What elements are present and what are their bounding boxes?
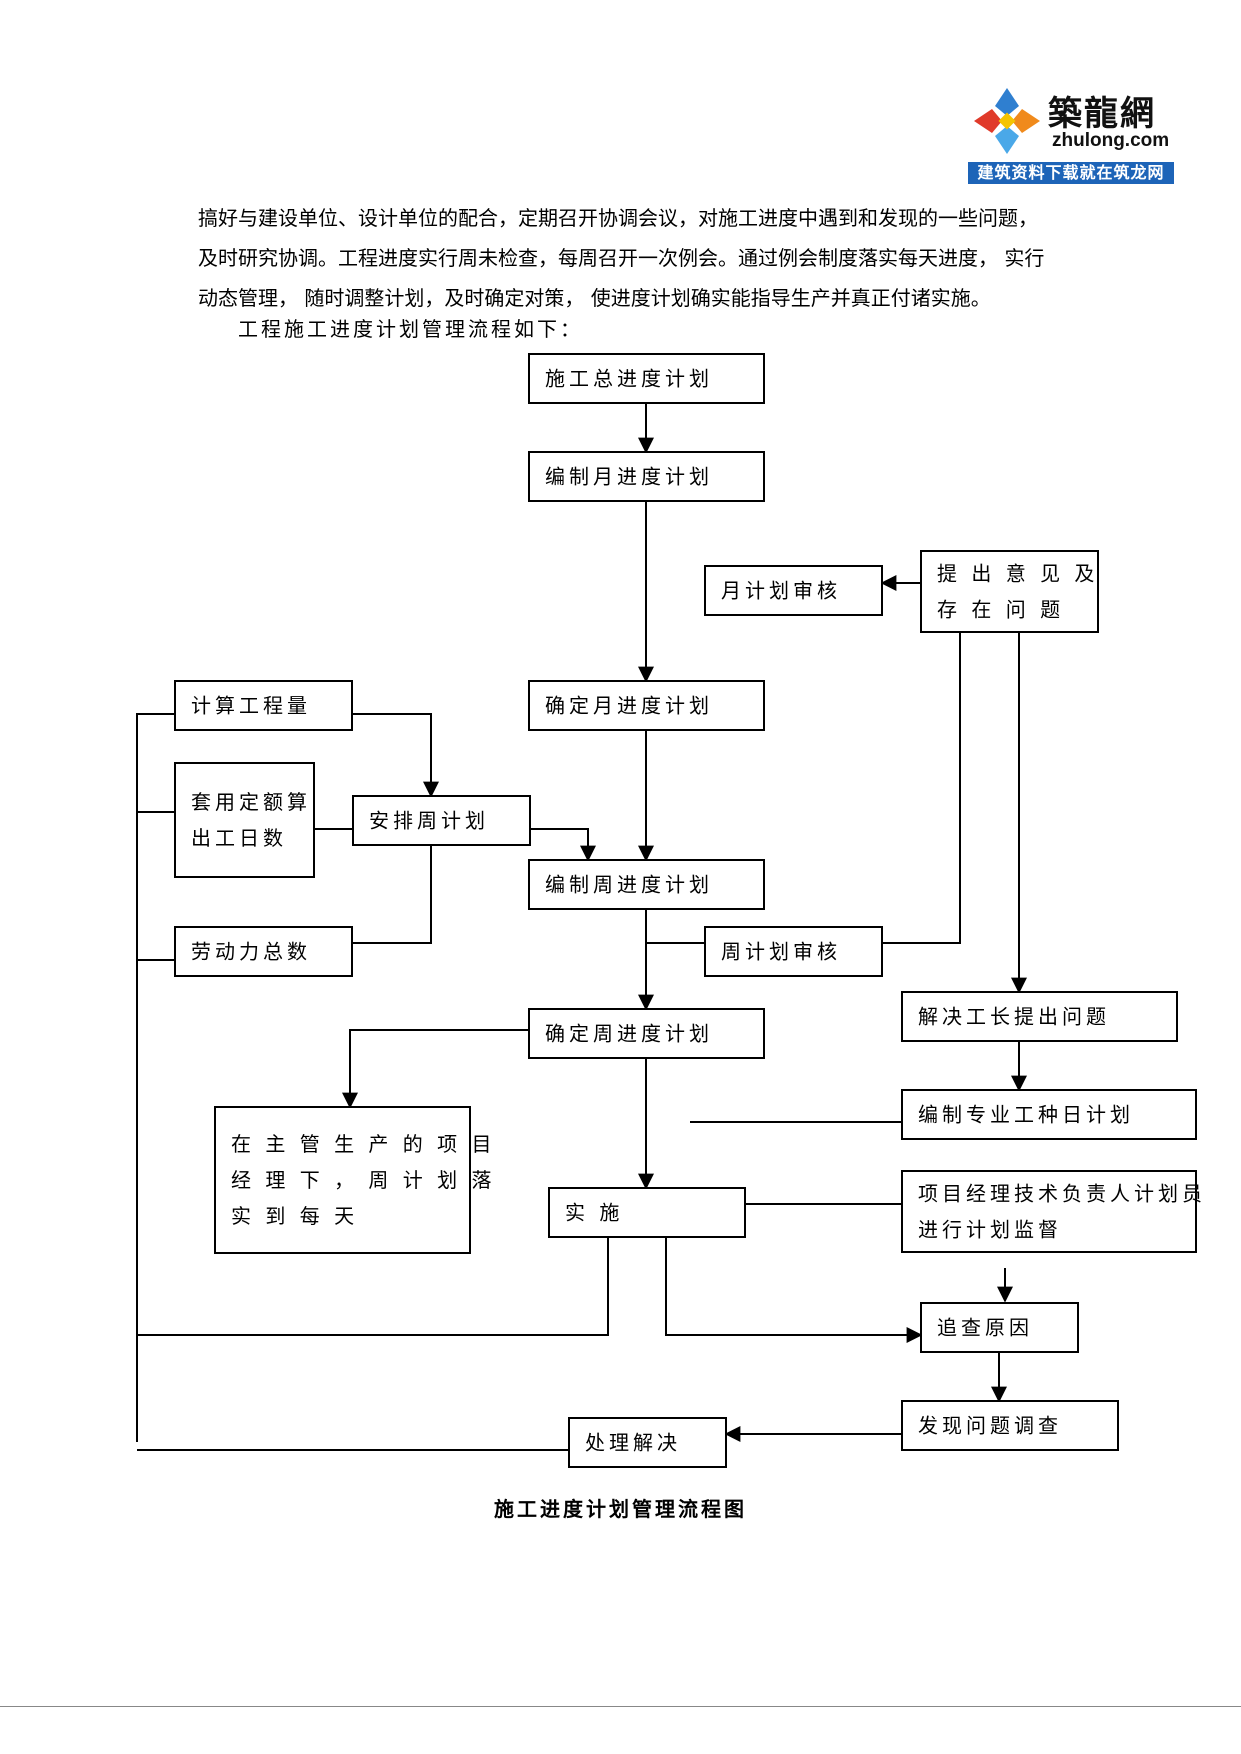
flow-connector	[352, 845, 432, 944]
flow-node-box	[528, 451, 765, 502]
flow-node-label: 计算工程量	[191, 694, 311, 718]
zhulong-logo: 築龍網 zhulong.com 建筑资料下载就在筑龙网	[968, 82, 1174, 184]
flow-node-labor-total: 劳动力总数	[174, 926, 353, 977]
flow-connector	[136, 713, 175, 1442]
flow-node-label: 施工总进度计划	[545, 367, 713, 391]
flow-node-arrange-week: 安排周计划	[352, 795, 531, 846]
flow-node-trace-cause: 追查原因	[920, 1302, 1079, 1353]
logo-top: 築龍網 zhulong.com	[968, 82, 1174, 162]
flow-node-label: 确定周进度计划	[545, 1022, 713, 1046]
flow-node-master-plan: 施工总进度计划	[528, 353, 765, 404]
flow-node-label: 项目经理技术负责人计划员	[918, 1182, 1206, 1206]
logo-slogan: 建筑资料下载就在筑龙网	[968, 162, 1174, 184]
paragraph-line: 动态管理， 随时调整计划，及时确定对策， 使进度计划确实能指导生产并真正付诸实施…	[198, 286, 991, 310]
paragraph-line: 搞好与建设单位、设计单位的配合，定期召开协调会议，对施工进度中遇到和发现的一些问…	[198, 206, 1038, 230]
flow-node-box	[528, 1008, 765, 1059]
flow-node-week-review: 周计划审核	[704, 926, 883, 977]
flow-node-confirm-week: 确定周进度计划	[528, 1008, 765, 1059]
flow-node-label: 确定月进度计划	[545, 694, 713, 718]
flow-node-box	[901, 1089, 1197, 1140]
flow-node-box	[901, 991, 1178, 1042]
flow-node-box	[174, 762, 315, 878]
flow-node-label: 编制专业工种日计划	[918, 1103, 1134, 1127]
flow-node-label: 劳动力总数	[191, 940, 311, 964]
flow-node-label: 周计划审核	[721, 940, 841, 964]
flow-connector	[882, 632, 961, 944]
flow-node-under-manager: 在 主 管 生 产 的 项 目经 理 下 ， 周 计 划 落实 到 每 天	[214, 1106, 496, 1254]
flow-node-box	[920, 1302, 1079, 1353]
flow-node-implement: 实 施	[548, 1187, 746, 1238]
flow-node-label: 安排周计划	[369, 809, 489, 833]
paragraph-line: 及时研究协调。工程进度实行周未检查，每周召开一次例会。通过例会制度落实每天进度，…	[198, 246, 1045, 270]
zhulong-logo-mark-icon	[974, 88, 1040, 154]
figure-caption: 施工进度计划管理流程图	[494, 1497, 747, 1521]
flow-node-month-review: 月计划审核	[704, 565, 883, 616]
flow-node-label: 进行计划监督	[918, 1218, 1062, 1242]
flow-node-calc-quantity: 计算工程量	[174, 680, 353, 731]
body-paragraph: 搞好与建设单位、设计单位的配合，定期召开协调会议，对施工进度中遇到和发现的一些问…	[198, 198, 1098, 318]
flow-node-label: 发现问题调查	[918, 1414, 1062, 1438]
flow-node-compile-daily: 编制专业工种日计划	[901, 1089, 1197, 1140]
flow-node-box	[528, 353, 765, 404]
flow-node-label: 经 理 下 ， 周 计 划 落	[231, 1168, 496, 1192]
flow-node-box	[704, 565, 883, 616]
flow-node-label: 解决工长提出问题	[918, 1005, 1110, 1029]
flow-arrow	[665, 1237, 923, 1343]
logo-domain: zhulong.com	[1052, 130, 1170, 151]
flow-node-box	[901, 1170, 1197, 1253]
flow-node-compile-week: 编制周进度计划	[528, 859, 765, 910]
flow-intro: 工程施工进度计划管理流程如下：	[238, 317, 583, 341]
flow-node-label: 处理解决	[585, 1431, 681, 1455]
logo-name-cn: 築龍網	[1048, 94, 1156, 134]
flow-node-solve-foreman: 解决工长提出问题	[901, 991, 1178, 1042]
flow-node-box	[214, 1106, 471, 1254]
flow-node-box	[920, 550, 1099, 633]
flow-arrow	[342, 1029, 529, 1109]
flowchart-edges	[136, 403, 1027, 1451]
flow-node-find-problem: 发现问题调查	[901, 1400, 1119, 1451]
flow-node-label: 编制月进度计划	[545, 465, 713, 489]
flow-node-handle-solve: 处理解决	[568, 1417, 727, 1468]
flow-node-label: 出工日数	[191, 826, 287, 850]
flow-node-label: 存 在 问 题	[937, 598, 1064, 622]
flow-node-box	[568, 1417, 727, 1468]
flow-node-label: 套用定额算	[191, 790, 311, 814]
flow-node-box	[174, 680, 353, 731]
flow-arrow	[352, 713, 439, 798]
flow-node-label: 提 出 意 见 及	[937, 562, 1098, 586]
flow-node-box	[704, 926, 883, 977]
flow-connector	[137, 1237, 609, 1336]
flow-node-box	[901, 1400, 1119, 1451]
flow-node-box	[174, 926, 353, 977]
flow-node-box	[548, 1187, 746, 1238]
flow-node-box	[352, 795, 531, 846]
flow-node-box	[528, 859, 765, 910]
flow-node-label: 编制周进度计划	[545, 873, 713, 897]
flow-node-label: 月计划审核	[721, 579, 841, 603]
flow-node-label: 实 到 每 天	[231, 1204, 358, 1228]
flow-node-label: 追查原因	[937, 1316, 1033, 1340]
flow-node-label: 在 主 管 生 产 的 项 目	[231, 1132, 496, 1156]
flow-node-confirm-month: 确定月进度计划	[528, 680, 765, 731]
flow-node-box	[528, 680, 765, 731]
flow-node-label: 实 施	[565, 1201, 623, 1225]
flow-arrow	[530, 828, 596, 862]
flow-node-compile-month: 编制月进度计划	[528, 451, 765, 502]
footer-rule	[0, 1706, 1241, 1707]
flow-node-raise-opinions: 提 出 意 见 及存 在 问 题	[920, 550, 1099, 633]
